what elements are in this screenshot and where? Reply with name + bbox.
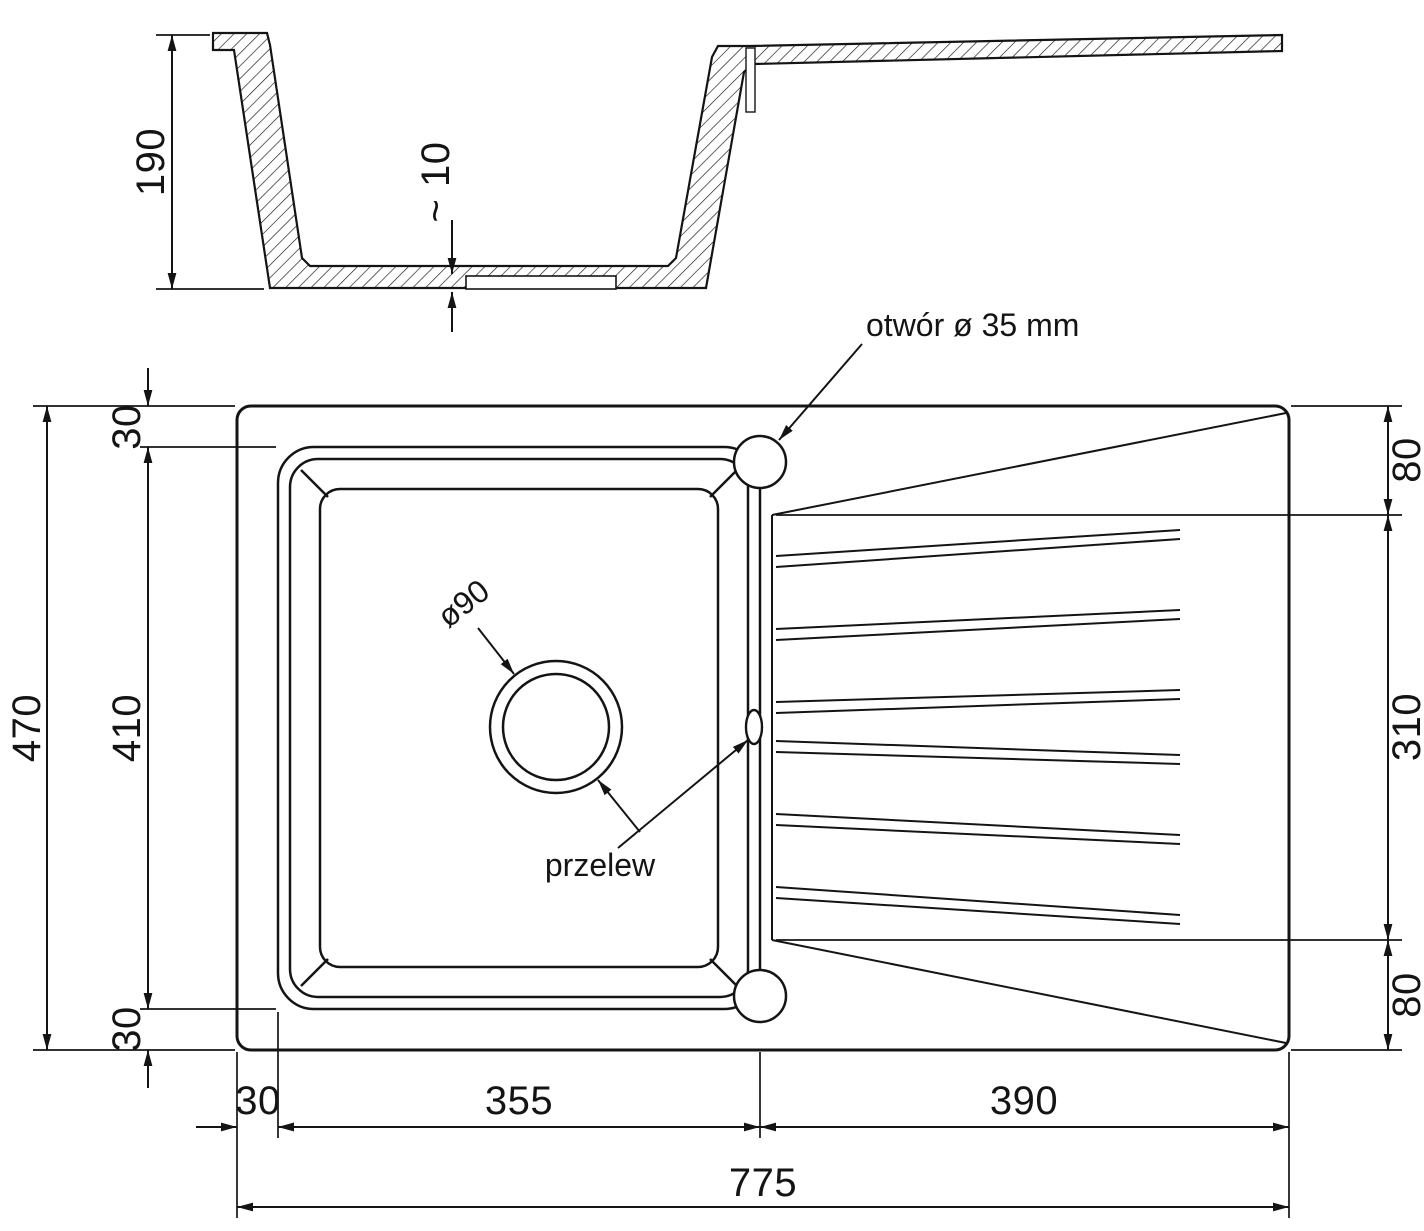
tap-hole-circle xyxy=(732,434,788,490)
drain-circle-inner xyxy=(501,672,611,782)
dim-80-bottom: 80 xyxy=(1383,940,1424,1050)
drain-diameter-annotation: ø90 xyxy=(430,572,641,833)
drain-diameter-leader-arrow-1 xyxy=(477,627,515,675)
dim-190: 190 xyxy=(129,34,264,290)
tap-hole-leader-arrow xyxy=(778,343,863,441)
dim-355: 355 xyxy=(278,1079,760,1132)
tap-hole-label: otwór ø 35 mm xyxy=(866,307,1079,343)
bowl-rim-inner xyxy=(288,457,750,999)
dim-30-top: 30 xyxy=(105,368,153,450)
section-view: 190 ~ 10 xyxy=(129,31,1284,332)
dim-390: 390 xyxy=(760,1079,1289,1132)
dim-80-top-label: 80 xyxy=(1385,437,1424,483)
tap-hole-annotation: otwór ø 35 mm xyxy=(778,307,1079,441)
bowl-bottom xyxy=(318,487,720,969)
bowl-rim-outer xyxy=(276,445,762,1011)
extension-lines xyxy=(33,405,1402,1218)
plan-view: otwór ø 35 mm ø90 przelew xyxy=(5,307,1424,1218)
drain-circle-outer xyxy=(488,659,624,795)
sink-outline xyxy=(235,404,1291,1052)
drain-diameter-label: ø90 xyxy=(430,572,496,634)
dim-310-label: 310 xyxy=(1385,693,1424,761)
dim-310: 310 xyxy=(1383,515,1424,940)
drainer-grooves xyxy=(771,412,1287,1044)
overflow-label: przelew xyxy=(545,847,656,883)
dim-390-label: 390 xyxy=(990,1079,1058,1123)
dim-470-label: 470 xyxy=(5,694,49,762)
section-bottom-recess xyxy=(465,275,617,290)
dim-190-label: 190 xyxy=(129,128,173,196)
bowl-corner-chamfers xyxy=(300,469,738,987)
dim-775-label: 775 xyxy=(729,1161,797,1205)
dim-10: ~ 10 xyxy=(414,142,458,332)
dim-775: 775 xyxy=(237,1161,1289,1212)
section-profile xyxy=(211,31,1284,290)
dim-30-width-label: 30 xyxy=(235,1079,281,1123)
overflow-ellipse xyxy=(744,708,764,746)
dim-30-bottom-label: 30 xyxy=(105,1006,149,1052)
dim-355-label: 355 xyxy=(485,1079,553,1123)
bottom-hole-circle xyxy=(732,968,788,1024)
dim-80-top: 80 xyxy=(1383,406,1424,515)
dim-30-bottom: 30 xyxy=(105,1006,153,1088)
dim-30-top-label: 30 xyxy=(105,404,149,450)
overflow-annotation: przelew xyxy=(545,739,749,883)
overflow-leader-arrow xyxy=(617,739,749,849)
drain-diameter-leader-arrow-2 xyxy=(597,779,641,833)
dim-410-label: 410 xyxy=(105,694,149,762)
dim-410: 410 xyxy=(105,447,153,1009)
dim-10-label: ~ 10 xyxy=(414,142,458,223)
section-divider-slot xyxy=(745,47,756,113)
dim-470: 470 xyxy=(5,406,52,1050)
dim-30-width: 30 xyxy=(196,1079,320,1132)
dim-80-bottom-label: 80 xyxy=(1385,972,1424,1018)
